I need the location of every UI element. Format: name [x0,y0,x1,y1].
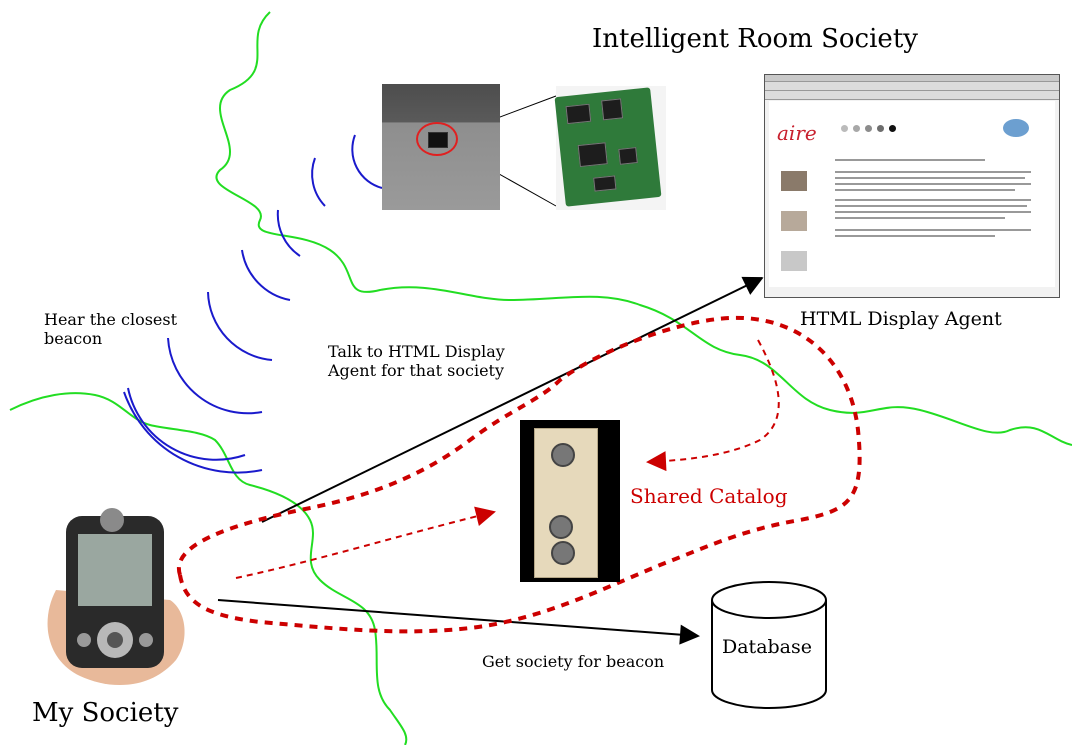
beacon-signal-arcs [123,134,383,474]
server-case [534,428,598,578]
html-display-agent-label: HTML Display Agent [800,308,1002,330]
my-society-title: My Society [32,698,179,728]
pda-device-illustration [47,508,185,686]
browser-title-bar [765,75,1059,82]
beacon-circuit-board-photo [554,86,666,210]
catalog-arrow-right [235,506,496,579]
catalog-arrow-left [646,339,780,472]
pcb-image [554,87,662,207]
page-thumbnail [781,211,807,231]
intelligent-room-society-title: Intelligent Room Society [592,24,918,54]
shared-catalog-label: Shared Catalog [630,484,788,508]
talk-to-agent-label: Talk to HTML Display Agent for that soci… [328,342,505,381]
talk-arrow [261,276,764,523]
room-boundary-wave-lower [9,392,408,745]
server-tower-photo [520,420,620,582]
room-boundary-wave-upper [215,11,1072,446]
get-society-arrow [217,599,700,645]
page-thumbnail [781,171,807,191]
shared-catalog-loop [176,315,862,634]
beacon-highlight-ring [416,122,458,156]
get-society-label: Get society for beacon [482,652,665,671]
aire-logo: aire [777,121,817,145]
page-thumbnail [781,251,807,271]
database-cylinder [711,581,827,709]
browser-page: aire [769,101,1055,287]
globe-logo [1003,119,1029,137]
database-label: Database [722,636,813,658]
browser-address-bar [765,91,1059,100]
beacon-on-wall-photo [382,84,500,210]
hear-beacon-label: Hear the closest beacon [44,310,178,349]
html-display-browser-window: aire [764,74,1060,298]
browser-toolbar [765,82,1059,91]
